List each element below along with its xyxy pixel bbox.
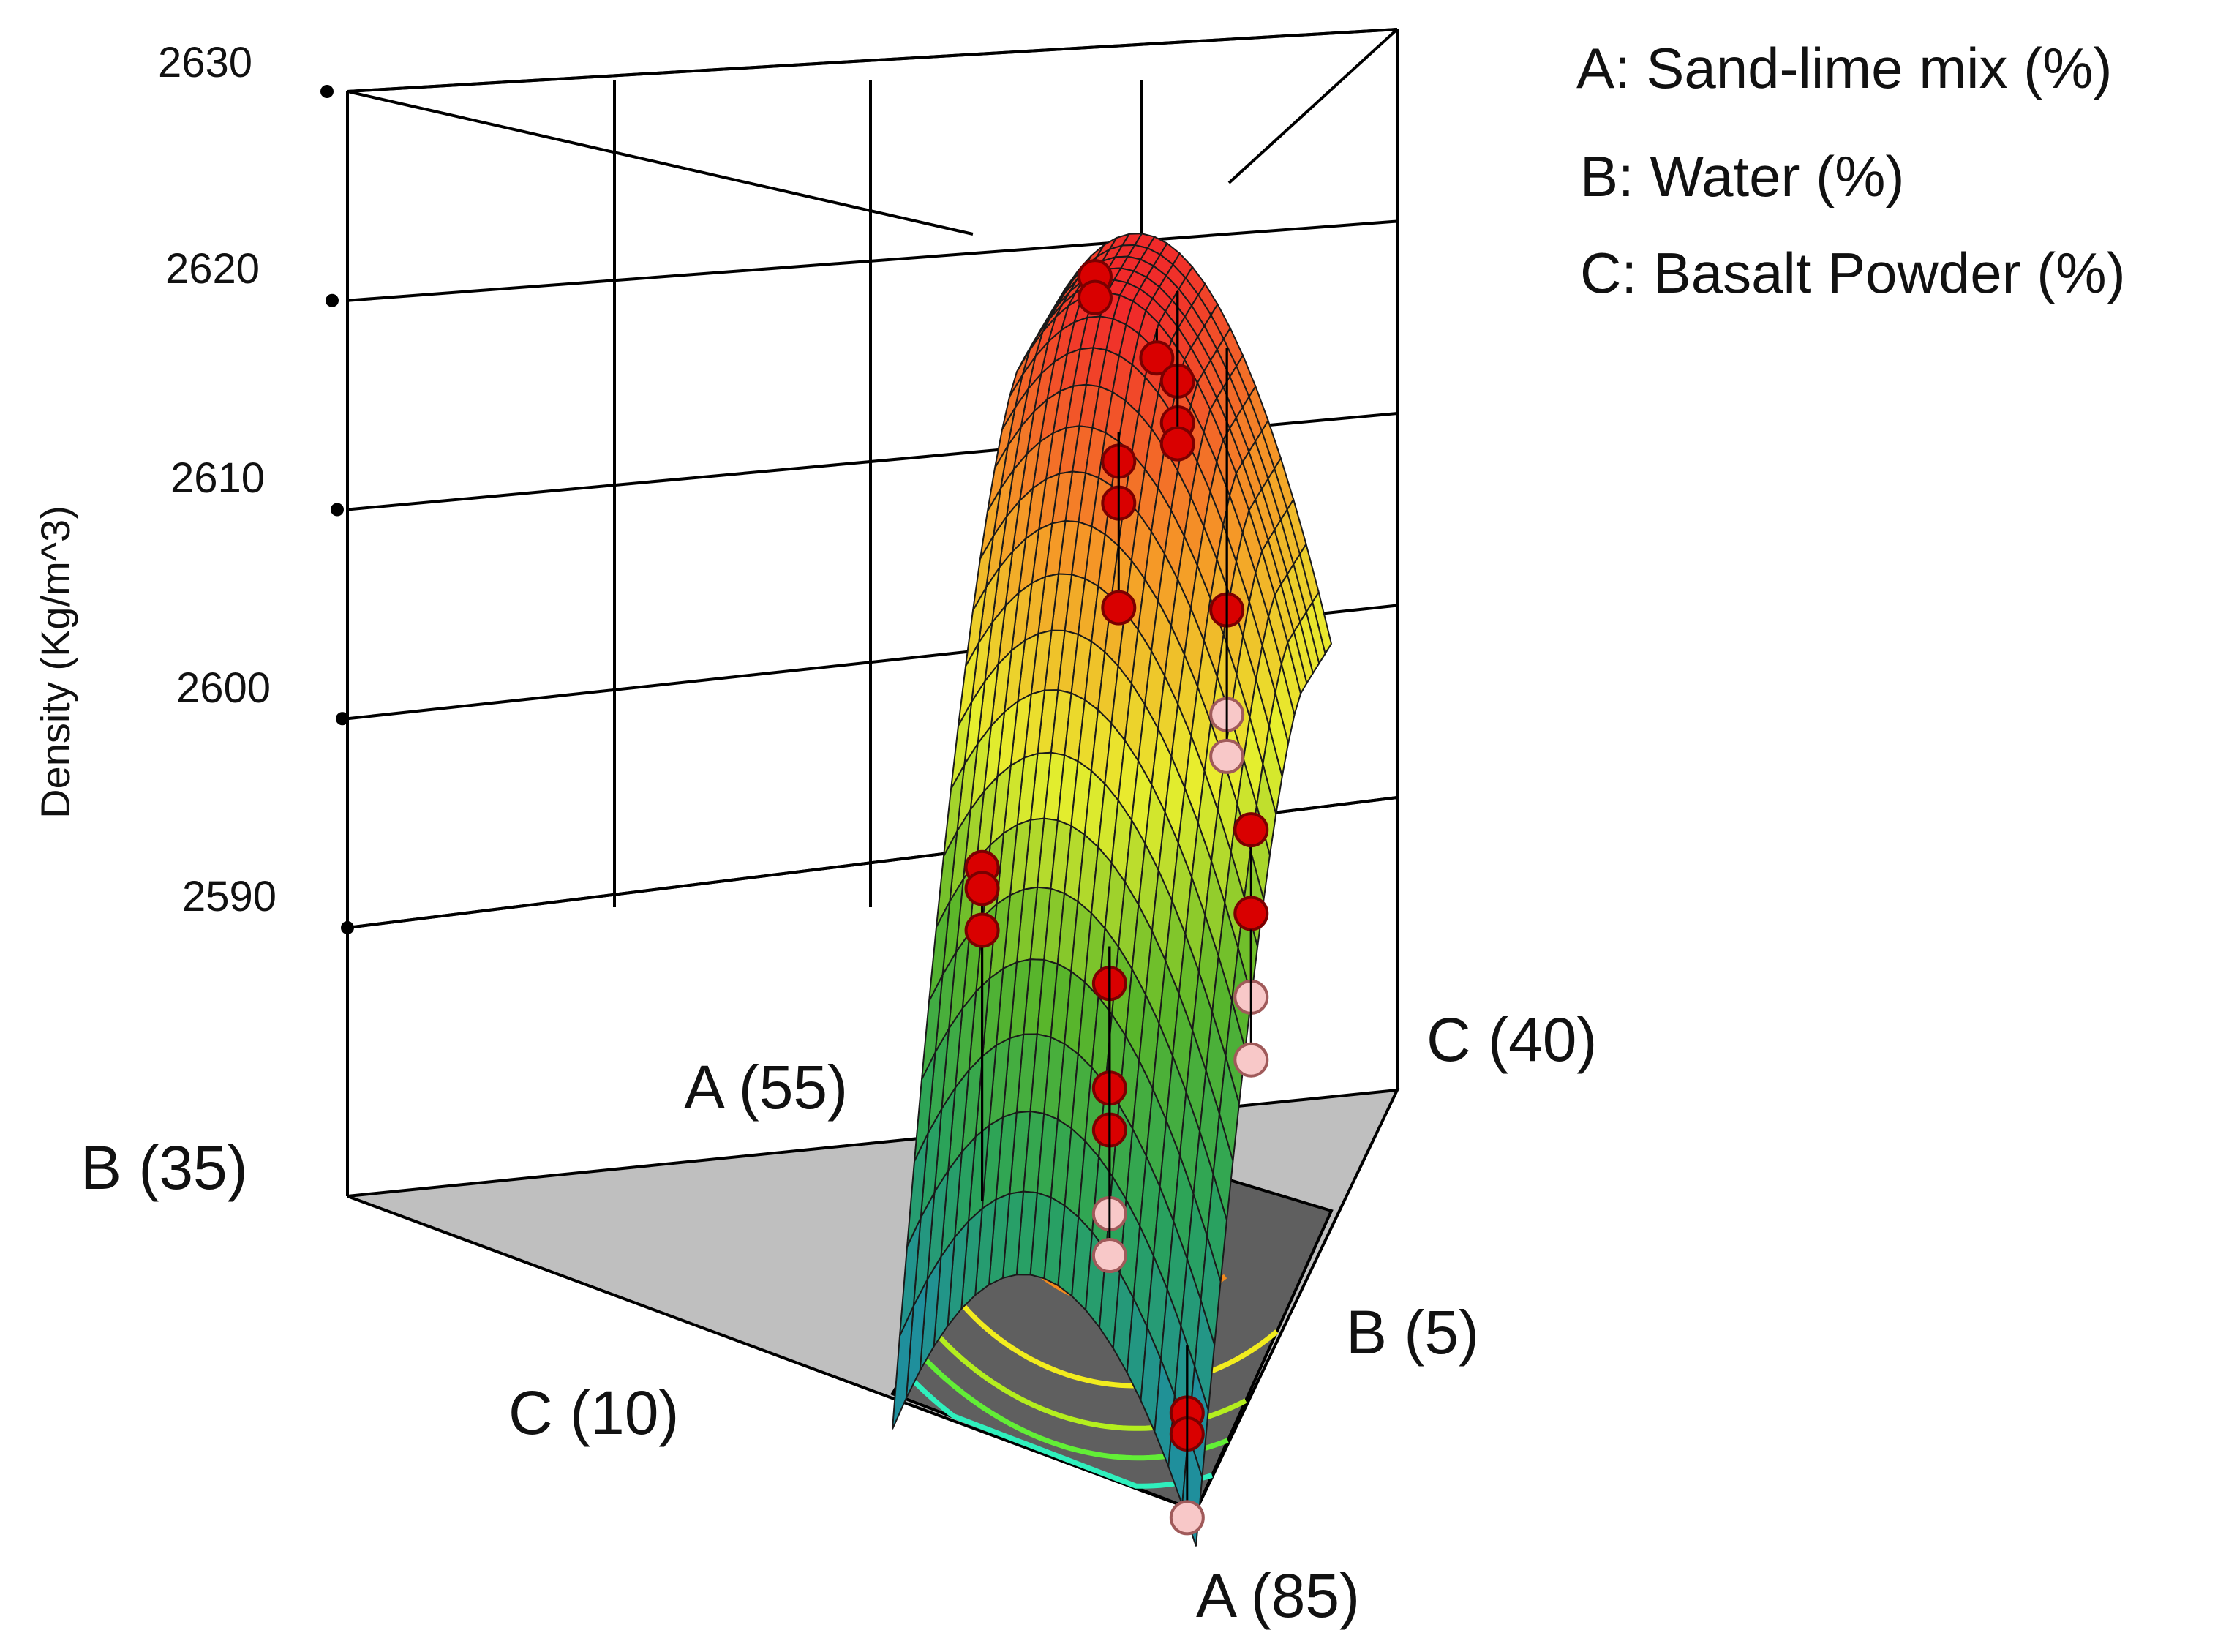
z-grid-line: [347, 28, 1398, 93]
contour-line: [916, 1349, 1229, 1461]
z-tick-label: 2610: [170, 454, 265, 502]
chart-walls: [320, 28, 1399, 1196]
design-point-marker: [1077, 279, 1113, 315]
legend-entry-a: A: Sand-lime mix (%): [1576, 36, 2112, 100]
z-tick-label: 2590: [182, 873, 277, 920]
design-point-marker: [1159, 426, 1195, 462]
design-points: [964, 259, 1269, 1536]
chart-labels: 2590 2600 2610 2620 2630 Density (Kg/m^3…: [32, 36, 2126, 1630]
vertex-label-a-low: A (55): [684, 1053, 848, 1122]
mixture-floor: [347, 1088, 1400, 1513]
z-tick-mark: [331, 503, 344, 517]
z-axis-title: Density (Kg/m^3): [32, 506, 78, 819]
vertex-label-b-high: B (35): [80, 1133, 248, 1202]
z-tick-label: 2630: [158, 39, 252, 86]
design-point-marker: [1233, 896, 1269, 931]
vertex-label-b-low: B (5): [1346, 1298, 1479, 1367]
design-point-marker: [1233, 812, 1269, 848]
legend-entry-c: C: Basalt Powder (%): [1580, 241, 2126, 305]
z-tick-label: 2600: [176, 664, 271, 712]
response-surface: [892, 233, 1333, 1547]
vertex-label-c-low: C (10): [508, 1378, 679, 1447]
design-point-marker: [1209, 738, 1245, 774]
design-point-marker: [1139, 340, 1175, 376]
z-tick-mark: [336, 712, 349, 726]
design-point-marker: [1169, 1500, 1205, 1536]
vertex-label-c-high: C (40): [1426, 1005, 1597, 1074]
design-point-marker: [964, 871, 1000, 906]
z-tick-label: 2620: [165, 245, 260, 293]
z-tick-mark: [326, 293, 339, 307]
legend-entry-b: B: Water (%): [1580, 144, 1904, 209]
z-grid-line: [347, 219, 1398, 302]
box-edge: [347, 90, 974, 236]
vertex-label-a-high: A (85): [1196, 1561, 1360, 1630]
z-tick-mark: [320, 85, 334, 98]
surface-patch: [892, 1305, 914, 1430]
design-point-marker: [1091, 1238, 1127, 1274]
z-tick-mark: [341, 921, 354, 934]
design-point-marker: [964, 912, 1000, 948]
design-point-marker: [1233, 1042, 1269, 1078]
design-point-marker: [1101, 590, 1137, 626]
box-edge: [1227, 28, 1399, 184]
